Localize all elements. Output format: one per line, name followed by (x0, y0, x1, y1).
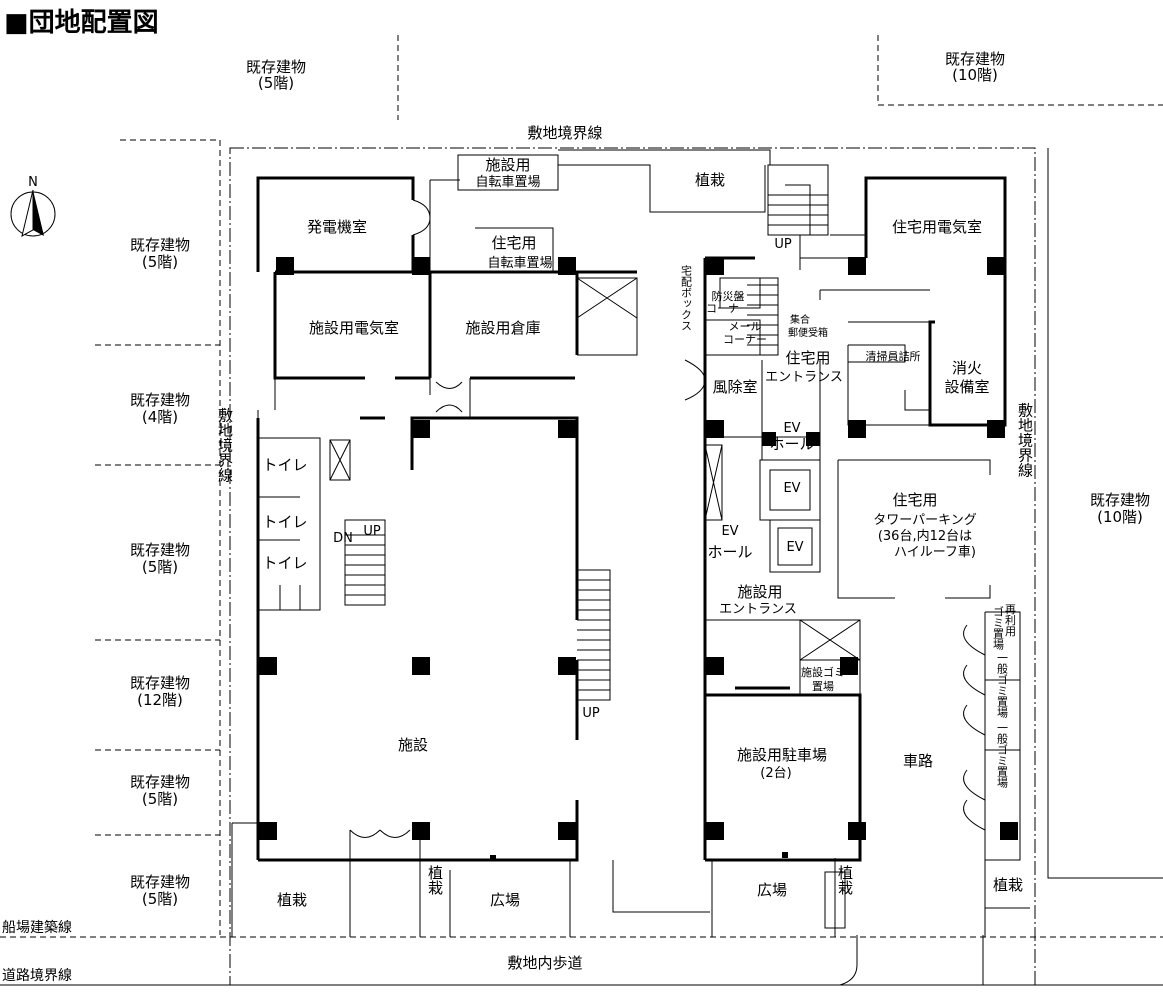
svg-text:UP: UP (363, 524, 381, 539)
svg-text:既存建物: 既存建物 (130, 541, 190, 559)
svg-text:ホール: ホール (769, 435, 814, 453)
residential-building (684, 164, 1030, 937)
svg-text:(5階): (5階) (142, 253, 178, 271)
svg-text:EV: EV (786, 540, 803, 555)
svg-text:(5階): (5階) (258, 74, 294, 92)
svg-text:既存建物: 既存建物 (945, 50, 1005, 68)
page-title: ■団地配置図 (4, 8, 159, 38)
svg-text:施設用駐車場: 施設用駐車場 (737, 746, 827, 764)
svg-text:敷地境界線: 敷地境界線 (527, 124, 602, 142)
svg-text:植栽: 植栽 (695, 171, 725, 189)
svg-text:(10階): (10階) (952, 66, 998, 84)
svg-text:施設ゴミ: 施設ゴミ (801, 665, 845, 679)
svg-text:(5階): (5階) (142, 558, 178, 576)
svg-text:(4階): (4階) (142, 408, 178, 426)
svg-text:一般ゴミ置場: 一般ゴミ置場 (996, 722, 1009, 789)
svg-text:植栽: 植栽 (993, 876, 1023, 894)
svg-text:(5階): (5階) (142, 790, 178, 808)
facility-building (231, 149, 771, 937)
svg-text:(12階): (12階) (137, 691, 183, 709)
svg-text:広場: 広場 (757, 881, 787, 899)
svg-text:既存建物: 既存建物 (130, 391, 190, 409)
svg-text:エントランス: エントランス (719, 602, 797, 617)
svg-text:敷地内歩道: 敷地内歩道 (507, 954, 582, 972)
svg-text:広場: 広場 (490, 891, 520, 909)
svg-text:敷地境界線: 敷地境界線 (1016, 402, 1034, 478)
svg-text:施設用倉庫: 施設用倉庫 (465, 319, 540, 337)
svg-text:EV: EV (783, 421, 800, 436)
svg-text:UP: UP (774, 237, 792, 252)
svg-text:N: N (28, 175, 38, 190)
svg-text:既存建物: 既存建物 (130, 236, 190, 254)
svg-text:再利用: 再利用 (1004, 604, 1017, 638)
svg-text:設備室: 設備室 (944, 378, 989, 396)
svg-text:施設用: 施設用 (737, 583, 782, 601)
svg-text:風除室: 風除室 (712, 378, 757, 396)
svg-text:既存建物: 既存建物 (130, 873, 190, 891)
svg-text:エントランス: エントランス (765, 370, 843, 385)
svg-text:トイレ: トイレ (262, 513, 307, 531)
svg-text:トイレ: トイレ (262, 554, 307, 572)
svg-text:(36台,内12台は: (36台,内12台は (878, 528, 972, 544)
svg-text:宅配ボックス: 宅配ボックス (680, 264, 693, 331)
existing-building-labels: 既存建物(5階) 既存建物(10階) 既存建物(5階) 既存建物(4階) 既存建… (130, 50, 1150, 908)
svg-text:EV: EV (783, 481, 800, 496)
svg-text:(2台): (2台) (760, 766, 791, 781)
svg-text:植栽: 植栽 (277, 891, 307, 909)
svg-text:ゴミ置場: ゴミ置場 (992, 605, 1005, 651)
svg-text:既存建物: 既存建物 (246, 58, 306, 76)
svg-text:DN: DN (333, 531, 353, 546)
svg-text:車路: 車路 (903, 752, 933, 770)
svg-text:住宅用電気室: 住宅用電気室 (892, 218, 982, 236)
svg-text:植栽: 植栽 (426, 865, 444, 895)
svg-text:UP: UP (582, 706, 600, 721)
svg-text:コーナー: コーナー (706, 302, 750, 315)
svg-text:発電機室: 発電機室 (307, 218, 367, 236)
svg-text:ホール: ホール (707, 543, 752, 561)
svg-text:道路境界線: 道路境界線 (2, 968, 72, 984)
svg-text:郵便受箱: 郵便受箱 (788, 326, 828, 339)
svg-text:EV: EV (721, 524, 738, 539)
svg-text:ハイルーフ車): ハイルーフ車) (894, 545, 976, 560)
site-boundary (229, 147, 1036, 986)
north-compass-icon: N (10, 175, 56, 237)
svg-text:防災盤: 防災盤 (712, 289, 745, 303)
svg-text:既存建物: 既存建物 (130, 674, 190, 692)
svg-text:既存建物: 既存建物 (130, 773, 190, 791)
svg-text:トイレ: トイレ (262, 456, 307, 474)
svg-text:植栽: 植栽 (836, 865, 854, 895)
svg-text:自転車置場: 自転車置場 (475, 175, 540, 190)
svg-text:置場: 置場 (812, 680, 834, 693)
svg-text:消火: 消火 (952, 359, 982, 377)
svg-text:敷地境界線: 敷地境界線 (216, 407, 234, 483)
svg-text:清掃員詰所: 清掃員詰所 (866, 349, 921, 363)
svg-text:(10階): (10階) (1097, 508, 1143, 526)
svg-text:施設用電気室: 施設用電気室 (309, 319, 399, 337)
structural-columns (259, 257, 1018, 861)
svg-text:自転車置場: 自転車置場 (487, 256, 552, 271)
svg-text:(5階): (5階) (142, 890, 178, 908)
svg-text:施設用: 施設用 (485, 156, 530, 174)
svg-text:住宅用: 住宅用 (491, 234, 536, 252)
svg-text:船場建築線: 船場建築線 (2, 920, 72, 936)
existing-building-lines (95, 35, 1163, 935)
svg-text:集合: 集合 (790, 313, 810, 326)
svg-text:住宅用: 住宅用 (785, 349, 830, 367)
svg-text:コーナー: コーナー (723, 333, 767, 346)
svg-text:タワーパーキング: タワーパーキング (873, 513, 976, 528)
svg-text:既存建物: 既存建物 (1090, 491, 1150, 509)
svg-text:メール: メール (729, 320, 762, 333)
boundary-labels: 敷地境界線 敷地境界線 敷地境界線 船場建築線 道路境界線 敷地内歩道 (2, 124, 1034, 984)
svg-text:施設: 施設 (398, 736, 428, 754)
svg-text:住宅用: 住宅用 (892, 491, 937, 509)
svg-text:一般ゴミ置場: 一般ゴミ置場 (996, 652, 1009, 719)
